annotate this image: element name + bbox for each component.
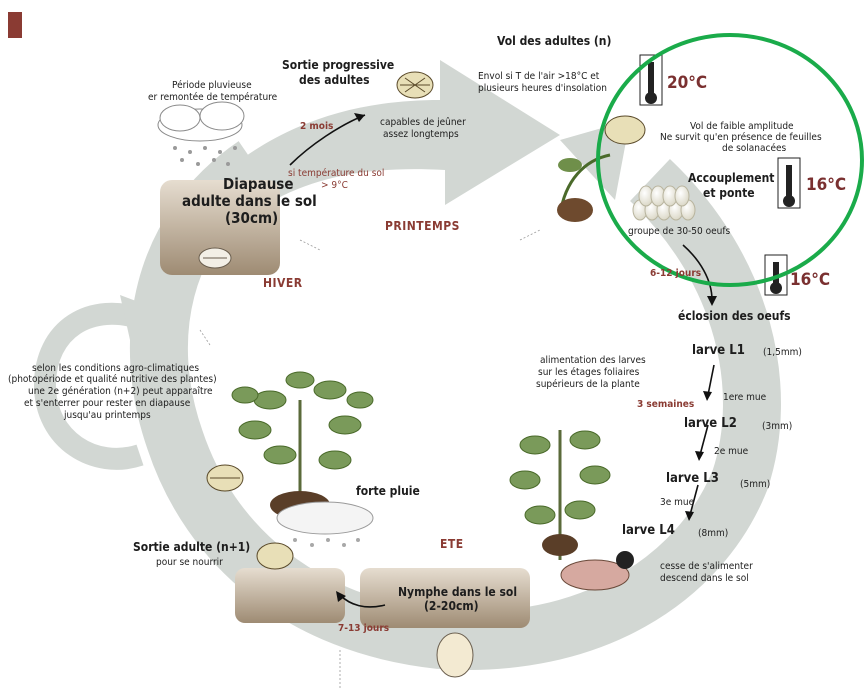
temp-mating: 16°C <box>806 176 846 196</box>
diapause-line2: adulte dans le sol <box>182 193 317 210</box>
diapause-line1: Diapause <box>223 176 294 193</box>
molt-2: 2e mue <box>714 446 748 458</box>
generation-line1: selon les conditions agro-climatiques <box>32 363 199 375</box>
soil-temp-line2: > 9°C <box>321 180 348 192</box>
potato-plant-icon <box>510 430 610 560</box>
rain-period-line2: er remontée de température <box>148 92 277 104</box>
heavy-rain: forte pluie <box>356 485 420 499</box>
nymph-line2: (2-20cm) <box>424 600 479 614</box>
adult-exit-title: Sortie adulte (n+1) <box>133 541 250 555</box>
fasting-line1: capables de jeûner <box>380 117 466 129</box>
progressive-exit-line2: des adultes <box>299 74 370 88</box>
stop-feeding-line1: cesse de s'alimenter <box>660 561 753 573</box>
molt-3: 3e mue <box>660 497 694 509</box>
beetle-icon <box>397 72 433 98</box>
nymph-line1: Nymphe dans le sol <box>398 586 517 600</box>
potato-plant-icon <box>232 372 373 519</box>
egg-cluster-icon <box>633 186 695 220</box>
larva-l2: larve L2 <box>684 417 737 432</box>
adult-exit-subtitle: pour se nourrir <box>156 557 223 569</box>
fasting-line2: assez longtemps <box>383 129 459 141</box>
egg-group: groupe de 30-50 oeufs <box>628 226 730 238</box>
larva-feeding-line1: alimentation des larves <box>540 355 646 367</box>
corner-mark <box>8 12 22 38</box>
nymph-duration: 7-13 jours <box>338 623 389 635</box>
hatching-title: éclosion des oeufs <box>678 310 791 324</box>
larva-l3-size: (5mm) <box>740 479 770 491</box>
diapause-line3: (30cm) <box>225 210 278 227</box>
flight-note-line2: Ne survit qu'en présence de feuilles <box>660 132 822 144</box>
season-spring: PRINTEMPS <box>385 220 460 234</box>
temp-flight: 20°C <box>667 74 707 94</box>
progressive-exit-line1: Sortie progressive <box>282 59 394 73</box>
beetle-icon <box>207 465 243 491</box>
flight-note-line1: Vol de faible amplitude <box>690 121 794 133</box>
rain-cloud-icon <box>277 502 373 547</box>
mating-line1: Accouplement <box>688 172 774 186</box>
flight-condition-line1: Envol si T de l'air >18°C et <box>478 71 599 83</box>
season-winter: HIVER <box>263 277 303 291</box>
larva-duration: 3 semaines <box>637 399 694 411</box>
adult-flight-title: Vol des adultes (n) <box>497 35 611 49</box>
generation-line3: une 2e génération (n+2) peut apparaître <box>28 386 213 398</box>
larva-feeding-line2: sur les étages foliaires <box>538 367 639 379</box>
rain-period-line1: Période pluvieuse <box>172 80 252 92</box>
mating-line2: et ponte <box>703 187 755 201</box>
egg-duration: 6-12 jours <box>650 268 701 280</box>
stop-feeding-line2: descend dans le sol <box>660 573 749 585</box>
two-months: 2 mois <box>300 121 333 133</box>
generation-line2: (photopériode et qualité nutritive des p… <box>8 374 217 386</box>
larva-feeding-line3: supérieurs de la plante <box>536 379 640 391</box>
flight-condition-line2: plusieurs heures d'insolation <box>478 83 607 95</box>
larva-l3: larve L3 <box>666 472 719 487</box>
molt-1: 1ere mue <box>723 392 766 404</box>
generation-line4: et s'enterrer pour rester en diapause <box>24 398 190 410</box>
temp-hatch: 16°C <box>790 271 830 291</box>
soil-temp-line1: si température du sol <box>288 168 384 180</box>
generation-line5: jusqu'au printemps <box>64 410 151 422</box>
flight-note-line3: de solanacées <box>722 143 786 155</box>
larva-l4-size: (8mm) <box>698 528 728 540</box>
larva-l4: larve L4 <box>622 524 675 539</box>
thermometer-icon <box>778 158 800 208</box>
thermometer-icon <box>640 55 662 105</box>
season-summer: ETE <box>440 538 464 552</box>
larva-l2-size: (3mm) <box>762 421 792 433</box>
larva-l1-size: (1,5mm) <box>763 347 802 359</box>
larva-l1: larve L1 <box>692 344 745 359</box>
